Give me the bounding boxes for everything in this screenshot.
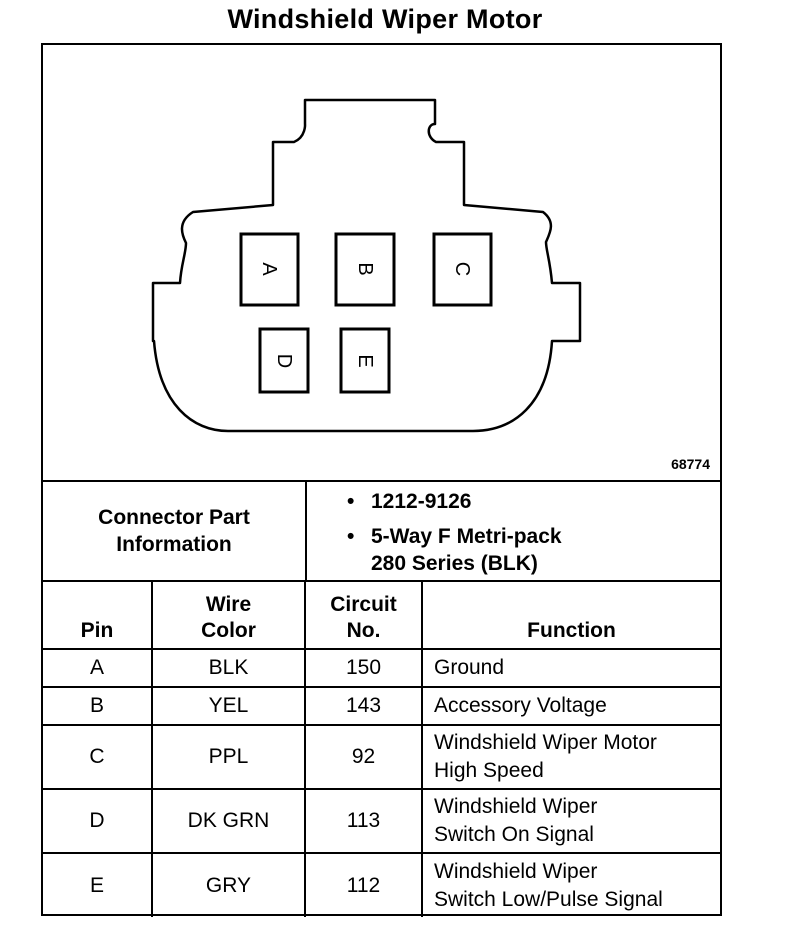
- page-title: Windshield Wiper Motor: [227, 4, 543, 34]
- function-cell: Ground: [421, 648, 720, 688]
- wire-color-cell: GRY: [151, 852, 306, 917]
- pin-label-e: E: [354, 354, 376, 367]
- connector-type-line2: 280 Series (BLK): [371, 552, 538, 575]
- wire-color-cell: PPL: [151, 724, 306, 790]
- pin-cavity-b: B: [334, 232, 396, 307]
- table-row: B YEL 143 Accessory Voltage: [43, 686, 720, 726]
- connector-info-values: 1212-9126 5-Way F Metri-pack 280 Series (…: [307, 482, 720, 580]
- pin-cavity-a: A: [239, 232, 300, 307]
- wire-color-cell: DK GRN: [151, 788, 306, 854]
- connector-info-label-line2: Information: [116, 533, 232, 556]
- part-number: 1212-9126: [347, 488, 720, 515]
- pin-cell: E: [43, 852, 153, 917]
- connector-part-info: Connector Part Information 1212-9126 5-W…: [43, 482, 720, 582]
- wire-color-cell: BLK: [151, 648, 306, 688]
- pin-label-d: D: [273, 354, 295, 368]
- connector-info-label-line1: Connector Part: [98, 506, 250, 529]
- circuit-cell: 112: [304, 852, 423, 917]
- circuit-cell: 150: [304, 648, 423, 688]
- header-pin: Pin: [43, 582, 153, 650]
- connector-face-drawing: A B C D E: [151, 98, 582, 433]
- circuit-cell: 113: [304, 788, 423, 854]
- pin-cell: C: [43, 724, 153, 790]
- pin-cavity-c: C: [432, 232, 493, 307]
- table-row: A BLK 150 Ground: [43, 648, 720, 688]
- wire-color-cell: YEL: [151, 686, 306, 726]
- connector-diagram: A B C D E 68774: [43, 45, 720, 482]
- pin-label-a: A: [258, 262, 280, 276]
- header-function: Function: [421, 582, 720, 650]
- pin-label-b: B: [354, 262, 376, 275]
- pin-cavity-e: E: [339, 327, 391, 394]
- pin-cell: B: [43, 686, 153, 726]
- connector-type: 5-Way F Metri-pack 280 Series (BLK): [347, 523, 720, 577]
- function-cell: Accessory Voltage: [421, 686, 720, 726]
- circuit-cell: 92: [304, 724, 423, 790]
- connector-sheet: A B C D E 68774 Connector Part Infor: [41, 43, 722, 917]
- pin-cell: D: [43, 788, 153, 854]
- pin-cell: A: [43, 648, 153, 688]
- connector-type-line1: 5-Way F Metri-pack: [371, 525, 562, 548]
- connector-housing-outline: [151, 98, 582, 433]
- connector-info-label: Connector Part Information: [43, 482, 307, 580]
- pin-label-c: C: [451, 262, 473, 276]
- pin-cavity-d: D: [258, 327, 310, 394]
- circuit-cell: 143: [304, 686, 423, 726]
- figure-number: 68774: [671, 456, 710, 472]
